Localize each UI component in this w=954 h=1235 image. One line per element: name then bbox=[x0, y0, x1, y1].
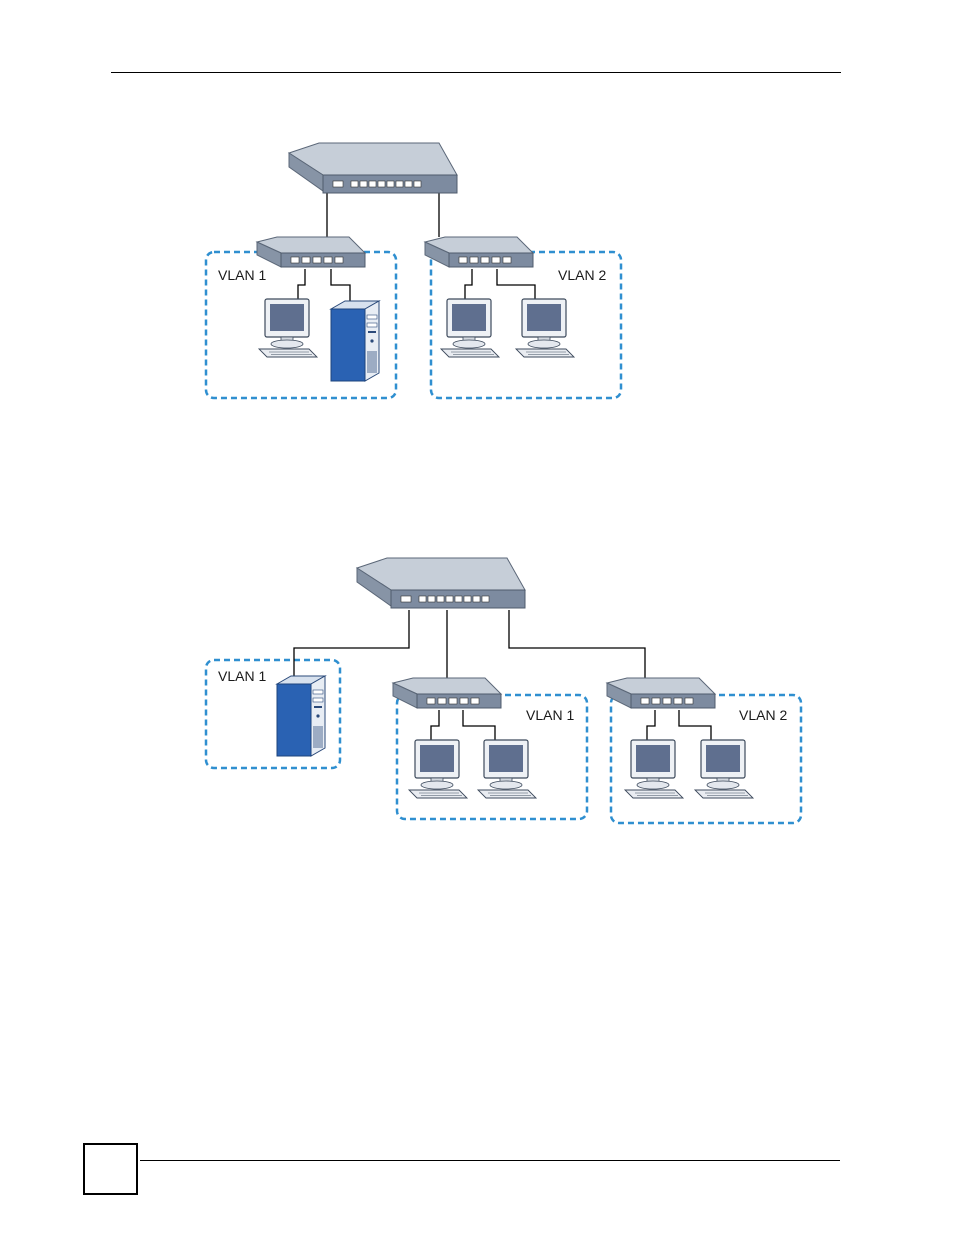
vlan-label: VLAN 2 bbox=[558, 267, 606, 283]
computer bbox=[516, 299, 574, 357]
computer bbox=[695, 740, 753, 798]
access-switch-vlan2 bbox=[425, 237, 533, 267]
vlan-label: VLAN 1 bbox=[218, 267, 266, 283]
computer bbox=[478, 740, 536, 798]
access-switch-vlan1 bbox=[393, 678, 501, 708]
access-switch-vlan1 bbox=[257, 237, 365, 267]
computer bbox=[441, 299, 499, 357]
computer bbox=[625, 740, 683, 798]
server bbox=[331, 301, 379, 381]
page-number-box bbox=[83, 1143, 138, 1195]
vlan-label: VLAN 1 bbox=[218, 668, 266, 684]
core-switch bbox=[289, 143, 457, 193]
computer bbox=[259, 299, 317, 357]
core-switch bbox=[357, 558, 525, 608]
vlan-diagram-1: VLAN 1 VLAN 2 bbox=[195, 135, 625, 405]
computer bbox=[409, 740, 467, 798]
access-switch-vlan2 bbox=[607, 678, 715, 708]
footer-rule bbox=[140, 1160, 840, 1161]
server bbox=[277, 676, 325, 756]
vlan-label: VLAN 1 bbox=[526, 707, 574, 723]
vlan-diagram-2: VLAN 1 VLAN 1 VLAN 2 bbox=[195, 550, 810, 830]
vlan-label: VLAN 2 bbox=[739, 707, 787, 723]
header-rule bbox=[111, 72, 841, 73]
